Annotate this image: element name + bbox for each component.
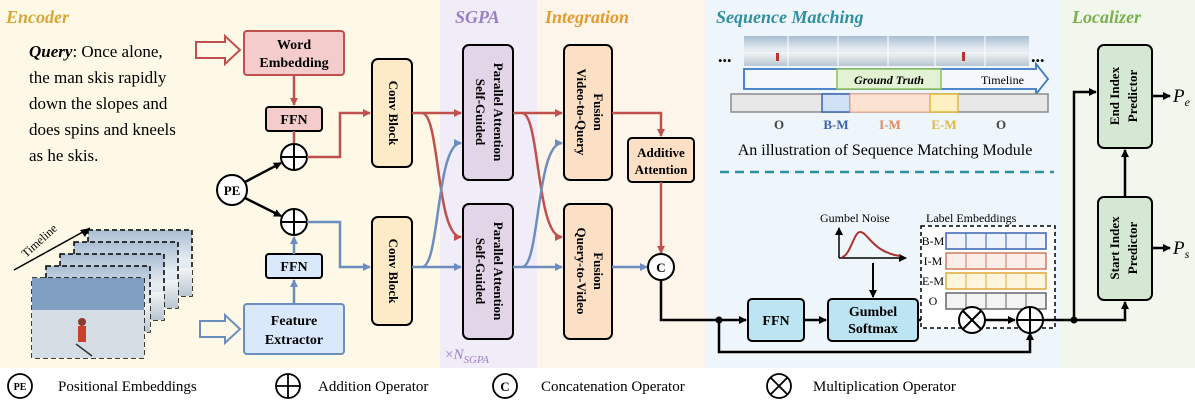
frames-dots-left: ... bbox=[718, 46, 732, 66]
feature-extractor-label-2: Extractor bbox=[265, 333, 323, 348]
query-ffn-label: FFN bbox=[280, 113, 307, 128]
label-em: E-M bbox=[931, 117, 956, 132]
seqmatch-caption: An illustration of Sequence Matching Mod… bbox=[738, 142, 1033, 159]
video-frame-stack: Timeline bbox=[13, 221, 193, 359]
legend-concat-symbol-text: C bbox=[500, 379, 509, 394]
pe-output: Pe bbox=[1172, 86, 1191, 109]
sgpa-top-label-1: Self-Guided bbox=[473, 79, 488, 146]
sgpa-to-q2v-red bbox=[521, 111, 563, 241]
frames-dots-right: ... bbox=[1031, 46, 1045, 66]
seqmatch-ffn-label: FFN bbox=[762, 314, 789, 329]
ps-output: Ps bbox=[1172, 238, 1190, 261]
legend-concat-text: Concatenation Operator bbox=[541, 379, 685, 395]
residual-skip-arrow bbox=[717, 320, 1034, 354]
legend-pe-symbol bbox=[7, 373, 33, 399]
query-conv-label: Conv Block bbox=[386, 81, 401, 146]
emb-grid bbox=[945, 232, 1047, 310]
integration-section bbox=[537, 0, 705, 368]
emb-row-label-im: I-M bbox=[924, 254, 943, 268]
to-start-predictor-arrow bbox=[1074, 301, 1129, 322]
gumbel-softmax-label-2: Softmax bbox=[848, 322, 898, 337]
query-to-conv-arrow bbox=[307, 109, 371, 159]
additive-attention-label-1: Additive bbox=[637, 145, 685, 160]
additive-attention-label-2: Attention bbox=[635, 162, 688, 177]
label-embeddings-label: Label Embeddings bbox=[926, 211, 1017, 225]
integration-title: Integration bbox=[544, 7, 629, 27]
encoder-title: Encoder bbox=[5, 7, 70, 27]
concat-label: C bbox=[656, 260, 665, 275]
gumbel-softmax-label-1: Gumbel bbox=[849, 305, 897, 320]
label-im: I-M bbox=[879, 117, 901, 132]
start-predictor-label-1: Start Index bbox=[1107, 216, 1122, 280]
end-predictor-label-2: Predictor bbox=[1125, 70, 1140, 123]
legend-add-text: Addition Operator bbox=[318, 379, 428, 395]
query-to-video-fusion-block bbox=[563, 203, 613, 340]
query-line-4: does spins and kneels bbox=[29, 120, 176, 139]
sgpa-top-label-2: Parallel Attention bbox=[491, 63, 506, 162]
video-to-conv-arrow bbox=[307, 220, 371, 271]
timeline-label: Timeline bbox=[981, 73, 1024, 87]
label-o-right: O bbox=[996, 117, 1006, 132]
query-line-5: as he skis. bbox=[29, 146, 98, 165]
start-predictor-label-2: Predictor bbox=[1125, 222, 1140, 275]
video-input-arrow bbox=[199, 312, 242, 346]
pe-label: PE bbox=[224, 183, 241, 198]
query-line-2: the man skis rapidly bbox=[29, 68, 167, 87]
pe-to-video-add-arrow bbox=[244, 196, 282, 218]
positional-embedding-node bbox=[216, 174, 248, 206]
q2v-label-2: Fusion bbox=[591, 252, 606, 290]
v2q-to-additive-arrow bbox=[612, 111, 665, 137]
sgpa-to-v2q-blue bbox=[521, 139, 563, 269]
legend-add-symbol bbox=[275, 373, 301, 399]
label-o-left: O bbox=[774, 117, 784, 132]
sgpa-bottom-label-1: Self-Guided bbox=[473, 238, 488, 305]
emb-row-label-o: O bbox=[929, 294, 938, 308]
emb-row-label-bm: B-M bbox=[922, 234, 945, 248]
q2v-label-1: Query-to-Video bbox=[574, 228, 589, 315]
query-input-arrow bbox=[195, 33, 242, 67]
ground-truth-span bbox=[836, 68, 942, 90]
bm-segment bbox=[821, 93, 851, 113]
ground-truth-label: Ground Truth bbox=[854, 73, 924, 87]
n-sgpa-label: ×NSGPA bbox=[445, 347, 489, 366]
video-conv-to-sgpa-top bbox=[421, 139, 462, 269]
sgpa-bottom-label-2: Parallel Attention bbox=[491, 222, 506, 321]
to-end-predictor-arrow bbox=[1072, 88, 1097, 320]
video-conv-label: Conv Block bbox=[386, 239, 401, 304]
localizer-title: Localizer bbox=[1071, 7, 1142, 27]
gumbel-noise-curve bbox=[841, 230, 901, 258]
im-segment bbox=[849, 93, 931, 113]
word-embedding-label-2: Embedding bbox=[259, 56, 328, 71]
v2q-label-2: Fusion bbox=[591, 93, 606, 131]
legend-pe-text: Positional Embeddings bbox=[58, 379, 197, 395]
frame-strip bbox=[744, 36, 1029, 66]
query-line-1: Query: Once alone, bbox=[29, 42, 163, 61]
query-line-3: down the slopes and bbox=[29, 94, 168, 113]
sequence-matching-title: Sequence Matching bbox=[716, 7, 864, 27]
label-bm: B-M bbox=[823, 117, 848, 132]
sgpa-block-bottom bbox=[462, 203, 514, 340]
video-conv-block bbox=[371, 216, 413, 326]
gumbel-noise-label: Gumbel Noise bbox=[820, 211, 890, 225]
word-embedding-label-1: Word bbox=[277, 38, 311, 53]
pe-to-query-add-arrow bbox=[244, 161, 282, 184]
sgpa-title: SGPA bbox=[455, 7, 500, 27]
feature-extractor-label-1: Feature bbox=[271, 314, 317, 329]
legend-pe-symbol-text: PE bbox=[14, 382, 27, 393]
query-conv-to-sgpa-bottom bbox=[421, 111, 462, 241]
legend-multiply-text: Multiplication Operator bbox=[813, 379, 956, 395]
end-predictor-label-1: End Index bbox=[1107, 66, 1122, 125]
video-ffn-label: FFN bbox=[280, 260, 307, 275]
legend-concat-symbol bbox=[492, 373, 518, 399]
v2q-label-1: Video-to-Query bbox=[574, 69, 589, 156]
legend-multiply-symbol bbox=[766, 373, 792, 399]
emb-row-label-em: E-M bbox=[922, 274, 944, 288]
em-segment bbox=[929, 93, 959, 113]
